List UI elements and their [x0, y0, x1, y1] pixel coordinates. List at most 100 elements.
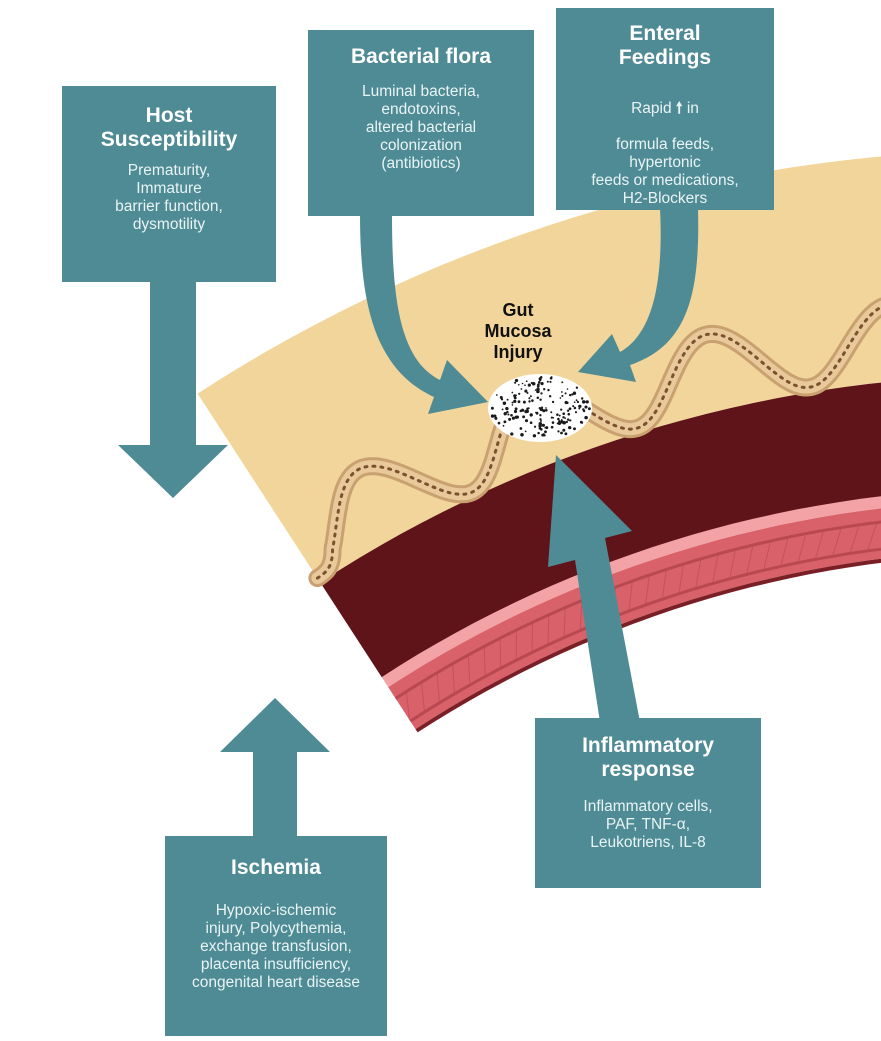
injury-dot [496, 394, 498, 396]
injury-dot [573, 392, 576, 395]
injury-dot [565, 392, 567, 394]
injury-dots [488, 374, 592, 442]
injury-dot [547, 389, 549, 391]
injury-dot [520, 427, 523, 430]
injury-dot [551, 426, 554, 429]
injury-dot [582, 400, 585, 403]
injury-dot [538, 424, 541, 427]
injury-dot [569, 407, 572, 410]
injury-dot [576, 387, 578, 389]
injury-dot [525, 419, 528, 422]
injury-dot [543, 388, 545, 390]
injury-dot [494, 414, 496, 416]
injury-dot [515, 416, 518, 419]
injury-dot [557, 422, 559, 424]
injury-dot [535, 412, 537, 414]
injury-dot [512, 404, 514, 406]
injury-dot [518, 384, 520, 386]
injury-dot [564, 432, 567, 435]
injury-dot [541, 406, 543, 408]
injury-dot [541, 434, 544, 437]
injury-dot [565, 401, 568, 404]
injury-dot [574, 407, 577, 410]
enteral-feedings-title: Enteral Feedings [556, 22, 774, 70]
injury-dot [559, 415, 561, 417]
bacterial-flora-title: Bacterial flora [308, 45, 534, 69]
host-susceptibility-box: Host Susceptibility Prematurity, Immatur… [62, 86, 276, 234]
injury-dot [552, 401, 554, 403]
injury-dot [531, 399, 534, 402]
injury-dot [537, 397, 540, 400]
injury-dot [540, 420, 542, 422]
injury-dot [562, 412, 565, 415]
injury-dot [542, 409, 545, 412]
injury-dot [526, 407, 528, 409]
injury-dot [577, 401, 579, 403]
injury-dot [524, 384, 526, 386]
injury-dot [551, 376, 553, 378]
injury-dot [524, 390, 527, 393]
injury-dot [522, 415, 525, 418]
injury-dot [530, 421, 533, 424]
injury-dot [494, 417, 497, 420]
injury-dot [518, 393, 520, 395]
injury-dot [575, 411, 577, 413]
injury-dot [513, 400, 516, 403]
injury-dot [568, 426, 571, 429]
injury-dot [544, 430, 547, 433]
injury-dot [568, 413, 571, 416]
injury-dot [564, 417, 566, 419]
injury-dot [580, 405, 582, 407]
injury-dot [506, 411, 508, 413]
injury-dot [514, 382, 516, 384]
injury-dot [556, 413, 559, 416]
host-susceptibility-text: Prematurity, Immature barrier function, … [62, 162, 276, 234]
injury-dot [491, 414, 494, 417]
ischemia-text: Hypoxic-ischemic injury, Polycythemia, e… [165, 902, 387, 992]
injury-dot [545, 409, 548, 412]
injury-dot [510, 432, 513, 435]
injury-dot [585, 401, 587, 403]
injury-dot [557, 430, 559, 432]
injury-dot [508, 418, 511, 421]
injury-dot [514, 410, 517, 413]
injury-dot [542, 424, 544, 426]
bacterial-flora-text: Luminal bacteria, endotoxins, altered ba… [308, 83, 534, 173]
ischemia-title: Ischemia [165, 856, 387, 880]
injury-dot [528, 400, 530, 402]
injury-dot [503, 420, 506, 423]
injury-dot [534, 426, 536, 428]
injury-dot [562, 429, 565, 432]
injury-dot [502, 408, 504, 410]
up-arrow-icon: 🠕 [676, 100, 683, 117]
injury-dot [569, 394, 571, 396]
inflammatory-response-text: Inflammatory cells, PAF, TNF-α, Leukotri… [535, 798, 761, 852]
injury-dot [503, 425, 505, 427]
host-susceptibility-title: Host Susceptibility [62, 104, 276, 152]
injury-dot [552, 421, 555, 424]
injury-dot [551, 416, 553, 418]
injury-dot [498, 422, 501, 425]
injury-dot [561, 419, 563, 421]
injury-dot [537, 383, 540, 386]
enteral-rest-text: formula feeds, hypertonic feeds or medic… [591, 136, 738, 207]
injury-dot [515, 379, 518, 382]
injury-dot [520, 410, 523, 413]
injury-dot [573, 427, 576, 430]
injury-dot [530, 395, 532, 397]
injury-dot [584, 416, 588, 420]
injury-dot [581, 397, 583, 399]
injury-dot [526, 380, 528, 382]
injury-dot [539, 418, 541, 420]
injury-dot [561, 395, 563, 397]
injury-dot [522, 383, 524, 385]
injury-dot [518, 400, 521, 403]
enteral-feedings-box: Enteral Feedings Rapid 🠕 in formula feed… [556, 8, 774, 208]
injury-dot [545, 407, 547, 409]
injury-dot [512, 417, 515, 420]
injury-dot [557, 418, 560, 421]
injury-dot [581, 422, 583, 424]
injury-dot [539, 414, 541, 416]
injury-dot [537, 432, 539, 434]
injury-dot [539, 399, 541, 401]
